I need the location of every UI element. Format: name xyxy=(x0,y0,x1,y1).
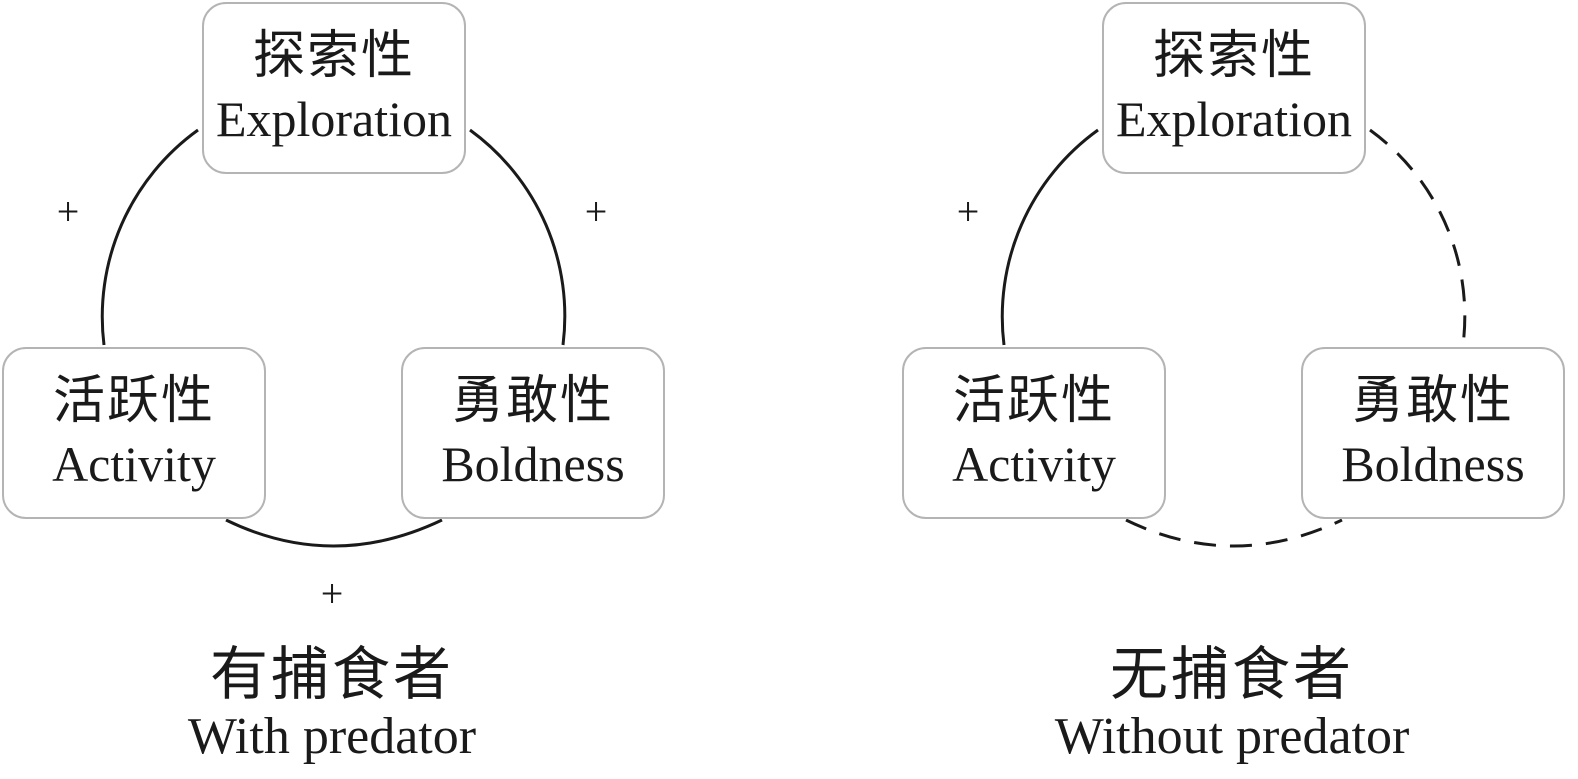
node-activity-zh: 活跃性 xyxy=(52,372,215,430)
node-exploration: 探索性 Exploration xyxy=(1102,2,1366,174)
node-activity: 活跃性 Activity xyxy=(902,347,1166,519)
node-exploration: 探索性 Exploration xyxy=(202,2,466,174)
link-left-top xyxy=(100,128,199,346)
link-top-right xyxy=(469,128,567,346)
node-activity-zh: 活跃性 xyxy=(952,372,1115,430)
node-exploration-en: Exploration xyxy=(215,90,453,147)
node-exploration-zh: 探索性 xyxy=(1152,27,1315,85)
caption-zh: 有捕食者 xyxy=(209,642,454,707)
link-left-right xyxy=(1125,518,1343,548)
node-boldness-zh: 勇敢性 xyxy=(1351,372,1514,430)
diagram-without-predator: 探索性 Exploration 活跃性 Activity 勇敢性 Boldnes… xyxy=(900,0,1578,779)
node-exploration-en: Exploration xyxy=(1115,90,1353,147)
caption-zh: 无捕食者 xyxy=(1109,642,1354,707)
sign-left-top: + xyxy=(956,189,980,234)
node-boldness-zh: 勇敢性 xyxy=(451,372,614,430)
link-left-top xyxy=(1000,128,1099,346)
sign-top-right: + xyxy=(584,189,608,234)
caption-en: With predator xyxy=(187,708,477,765)
node-exploration-zh: 探索性 xyxy=(252,27,415,85)
link-layer xyxy=(100,128,567,548)
diagram-with-predator: 探索性 Exploration 活跃性 Activity 勇敢性 Boldnes… xyxy=(2,2,665,765)
link-layer xyxy=(1000,128,1467,548)
node-activity-en: Activity xyxy=(52,435,216,492)
sign-left-right: + xyxy=(320,571,344,616)
link-top-right xyxy=(1369,128,1467,346)
sign-left-top: + xyxy=(56,189,80,234)
caption-en: Without predator xyxy=(1054,708,1410,765)
node-boldness-en: Boldness xyxy=(441,435,625,492)
node-activity-en: Activity xyxy=(952,435,1116,492)
node-boldness-en: Boldness xyxy=(1341,435,1525,492)
node-boldness: 勇敢性 Boldness xyxy=(401,347,665,519)
node-activity: 活跃性 Activity xyxy=(2,347,266,519)
node-boldness: 勇敢性 Boldness xyxy=(1301,347,1565,519)
link-left-right xyxy=(225,518,443,548)
